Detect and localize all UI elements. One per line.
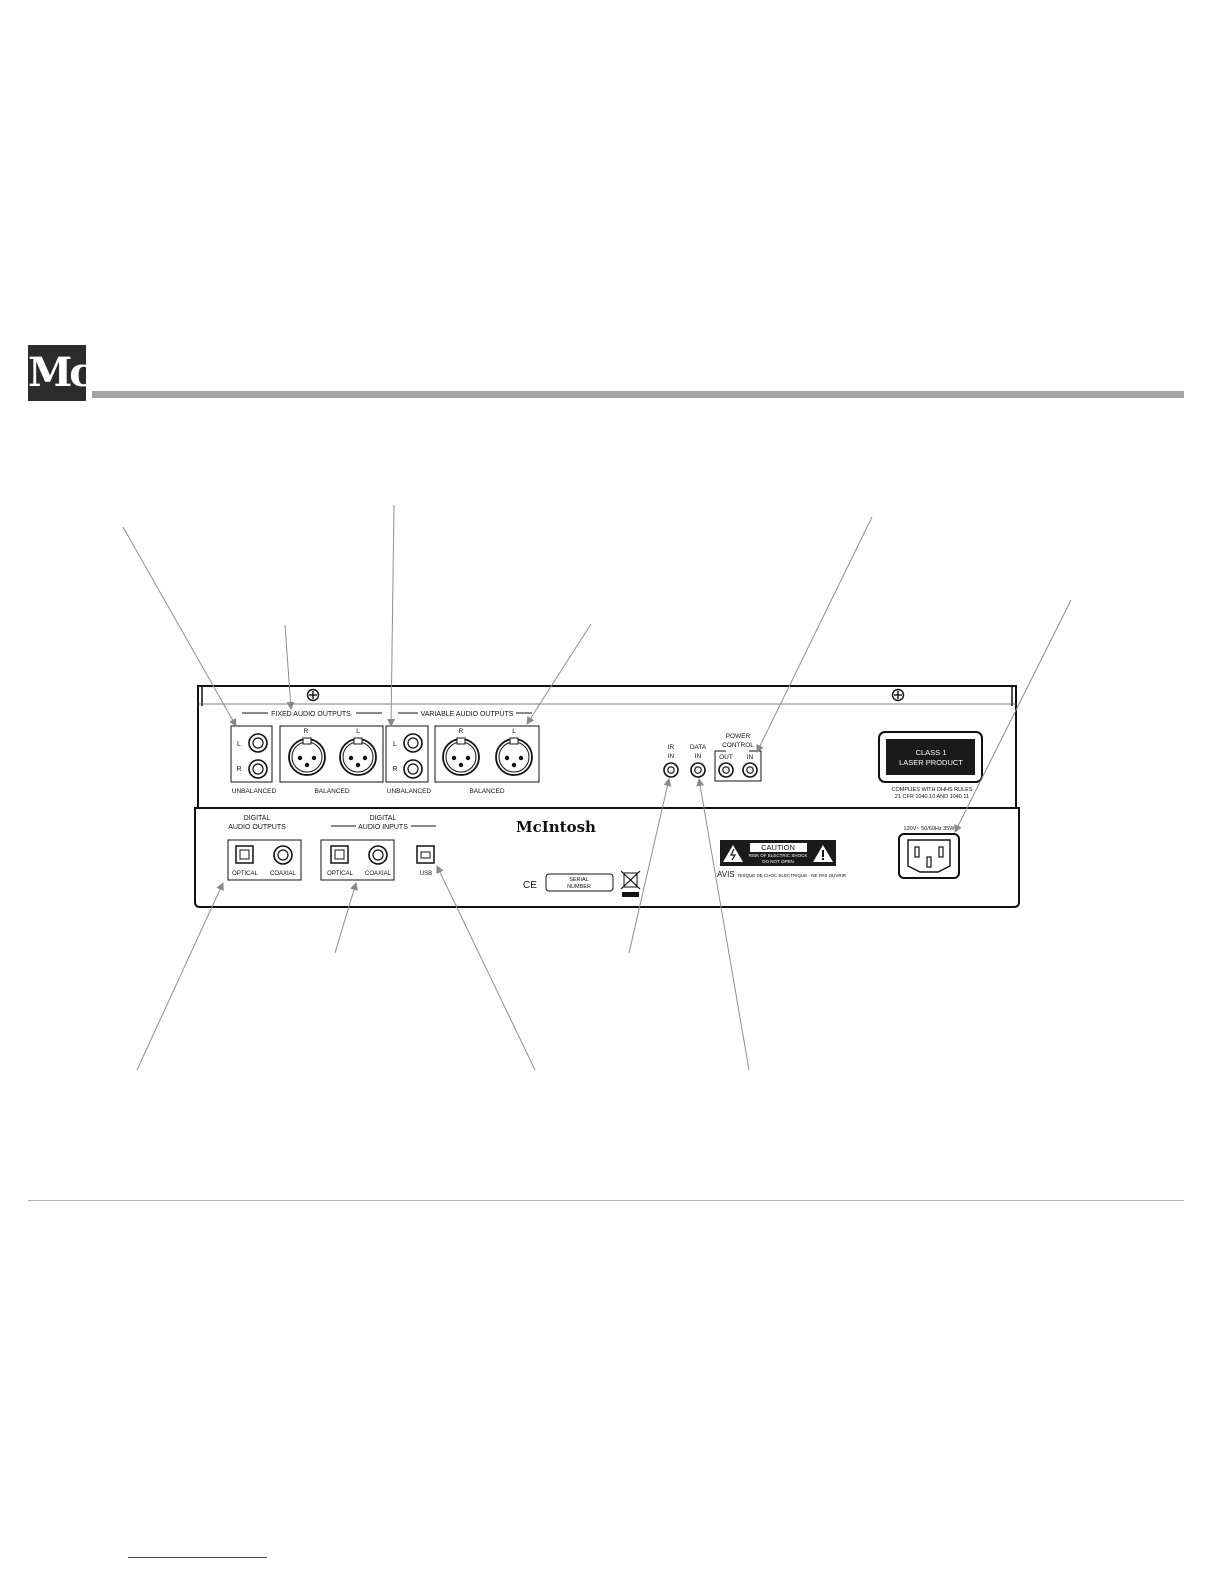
ir-in-jack[interactable] [663, 762, 679, 778]
callout-lines [122, 504, 1072, 1071]
complies-line1: COMPLIES WITH DHHS RULES [892, 787, 973, 793]
coaxial-output-jack[interactable] [273, 845, 293, 865]
fixed-unbalanced-outputs: L R [230, 725, 273, 783]
warning-triangle-left-icon [723, 845, 743, 862]
variable-unbalanced-label: UNBALANCED [387, 788, 432, 795]
ac-power-inlet[interactable] [898, 833, 960, 879]
optical-output-jack[interactable] [235, 845, 254, 864]
callout-digital-outputs [136, 882, 224, 1071]
callout-fixed-balanced [284, 624, 295, 710]
power-control-out-jack[interactable] [718, 762, 734, 778]
callout-power-control [756, 516, 873, 753]
digital-inputs-box [320, 839, 395, 881]
digital-outputs-box [227, 839, 302, 881]
footer-rule [28, 1200, 1184, 1201]
screw-right-icon [891, 688, 905, 702]
callout-ac-inlet [954, 599, 1072, 833]
variable-balanced-label: BALANCED [469, 788, 504, 795]
mcintosh-mc-logo: Mc [28, 345, 94, 401]
callout-data-in [696, 778, 750, 1071]
serial-label: SERIAL [569, 877, 589, 883]
optical-input-label: OPTICAL [327, 871, 353, 877]
fixed-xlr-l-jack[interactable] [339, 737, 377, 776]
caution-text: CAUTION [761, 843, 795, 852]
laser-product-label [878, 731, 983, 783]
data-in-jack[interactable] [690, 762, 706, 778]
optical-output-label: OPTICAL [232, 871, 258, 877]
callout-variable-balanced [526, 623, 592, 725]
optical-input-jack[interactable] [330, 845, 349, 864]
callout-usb [436, 865, 536, 1071]
fixed-rca-l-jack[interactable] [248, 733, 268, 753]
audio-outputs-label: AUDIO OUTPUTS [228, 824, 286, 831]
variable-xlr-l-jack[interactable] [495, 737, 533, 776]
laser-product-text: LASER PRODUCT [899, 758, 963, 767]
power-label: POWER [726, 733, 751, 740]
data-in-label: IN [695, 753, 702, 760]
fixed-bal-r-label: R [304, 728, 309, 735]
mcintosh-brand-logo: McIntosh [516, 818, 596, 836]
var-bal-r-label: R [459, 728, 464, 735]
caution-line2: DO NOT OPEN [762, 859, 793, 864]
fixed-balanced-outputs: R L [279, 725, 384, 783]
fixed-xlr-r-jack[interactable] [288, 737, 326, 776]
variable-rca-l-jack[interactable] [403, 733, 423, 753]
coaxial-input-label: COAXIAL [365, 871, 392, 877]
screw-left-icon [306, 688, 320, 702]
variable-xlr-r-jack[interactable] [442, 737, 480, 776]
variable-rca-r-jack[interactable] [403, 759, 423, 779]
fixed-l-label: L [237, 741, 241, 748]
caution-label [720, 840, 836, 866]
fixed-unbalanced-label: UNBALANCED [232, 788, 277, 795]
var-r-label: R [392, 766, 397, 773]
digital-outputs-label: DIGITAL [244, 815, 271, 822]
digital-inputs-label: DIGITAL [370, 815, 397, 822]
power-out-label: OUT [719, 754, 733, 761]
ir-in-label: IN [668, 753, 675, 760]
fixed-r-label: R [236, 766, 241, 773]
fixed-balanced-label: BALANCED [314, 788, 349, 795]
avis-text: AVIS [717, 870, 735, 879]
power-control-in-jack[interactable] [742, 762, 758, 778]
warning-triangle-right-icon [813, 845, 833, 862]
laser-class-text: CLASS 1 [916, 748, 947, 757]
bottom-link-underline[interactable] [128, 1557, 267, 1558]
variable-audio-outputs-label: VARIABLE AUDIO OUTPUTS [421, 711, 514, 718]
power-control-box [714, 750, 762, 782]
ir-label: IR [668, 744, 675, 751]
usb-label: USB [420, 871, 432, 877]
avis-warning-text: RISQUE DE CHOC ELECTRIQUE - NE PAS OUVRI… [738, 873, 847, 878]
coaxial-input-jack[interactable] [368, 845, 388, 865]
power-in-label: IN [747, 754, 754, 761]
callout-fixed-unbalanced [122, 526, 237, 727]
variable-balanced-outputs: R L [434, 725, 540, 783]
variable-unbalanced-outputs: L R [385, 725, 429, 783]
callout-ir-in [628, 778, 672, 954]
callout-digital-inputs [334, 882, 358, 954]
fixed-rca-r-jack[interactable] [248, 759, 268, 779]
data-label: DATA [690, 744, 707, 751]
callout-variable-unbalanced [387, 504, 396, 727]
var-bal-l-label: L [512, 728, 516, 735]
var-l-label: L [393, 741, 397, 748]
coaxial-output-label: COAXIAL [270, 871, 297, 877]
serial-number-plate [545, 873, 614, 892]
audio-inputs-label: AUDIO INPUTS [358, 824, 408, 831]
complies-line2: 21 CFR 1040.10 AND 1040.11 [895, 794, 969, 800]
ce-mark: CE [523, 880, 537, 891]
lower-chassis [194, 807, 1020, 908]
usb-input-jack[interactable] [416, 845, 435, 864]
caution-line1: RISK OF ELECTRIC SHOCK [749, 853, 808, 858]
power-rating-text: 120V~ 50/60Hz 35W [904, 826, 956, 832]
control-label: CONTROL [722, 742, 754, 749]
fixed-audio-outputs-label: FIXED AUDIO OUTPUTS [271, 711, 351, 718]
fixed-bal-l-label: L [356, 728, 360, 735]
header-rule [92, 391, 1184, 398]
weee-bin-icon [620, 870, 641, 897]
number-label: NUMBER [567, 884, 591, 890]
